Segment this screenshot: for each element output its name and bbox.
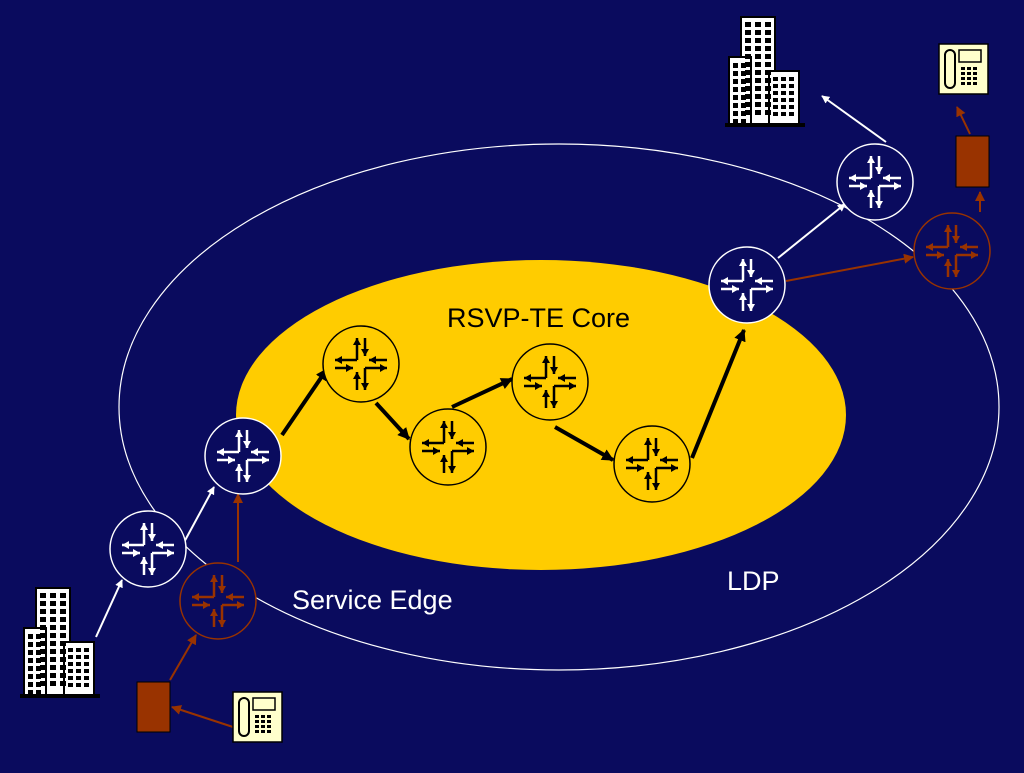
lsp-hop-5 — [690, 328, 746, 459]
router-icon — [708, 246, 786, 324]
router-icon — [511, 343, 589, 421]
lsp-hop-4 — [554, 425, 615, 462]
core-router-1 — [322, 325, 400, 403]
gateway-box-icon-right — [955, 135, 990, 188]
lsp-hop-1 — [280, 367, 329, 437]
voice-link-gateway-to-router — [169, 634, 197, 681]
gateway-box-icon-left — [136, 681, 171, 733]
lsp-hop-2 — [374, 401, 411, 441]
service-edge-label: Service Edge — [292, 585, 453, 615]
router-icon — [179, 562, 257, 640]
edge-router-right — [836, 143, 914, 221]
building-icon-left — [20, 587, 100, 698]
voice-link-core-exit-to-router — [785, 253, 914, 282]
voice-router-right — [913, 212, 991, 290]
router-icon — [913, 212, 991, 290]
ldp-service-edge-ellipse — [118, 143, 1000, 671]
lsp-hop-3 — [451, 377, 514, 409]
router-icon — [109, 510, 187, 588]
rsvp-te-core-label: RSVP-TE Core — [447, 303, 631, 333]
building-icon-right — [725, 16, 805, 127]
core-exit-router — [708, 246, 786, 324]
router-icon — [322, 325, 400, 403]
core-router-4 — [613, 425, 691, 503]
voice-link-phone-to-gateway — [171, 705, 234, 728]
edge-router-left — [109, 510, 187, 588]
core-entry-router — [204, 417, 282, 495]
router-icon — [204, 417, 282, 495]
link-core-exit-to-far-edge — [777, 203, 846, 259]
link-far-edge-to-building — [821, 95, 887, 143]
phone-icon-left — [232, 691, 283, 743]
ldp-label: LDP — [727, 566, 780, 596]
link-edge-to-core-entry — [181, 486, 215, 547]
router-icon — [613, 425, 691, 503]
core-router-3 — [511, 343, 589, 421]
phone-icon-right — [938, 43, 989, 95]
router-icon — [836, 143, 914, 221]
router-icon — [409, 408, 487, 486]
core-router-2 — [409, 408, 487, 486]
link-building-to-edge-router — [95, 579, 123, 638]
voice-link-gateway-to-phone — [956, 106, 971, 135]
voice-router-left — [179, 562, 257, 640]
